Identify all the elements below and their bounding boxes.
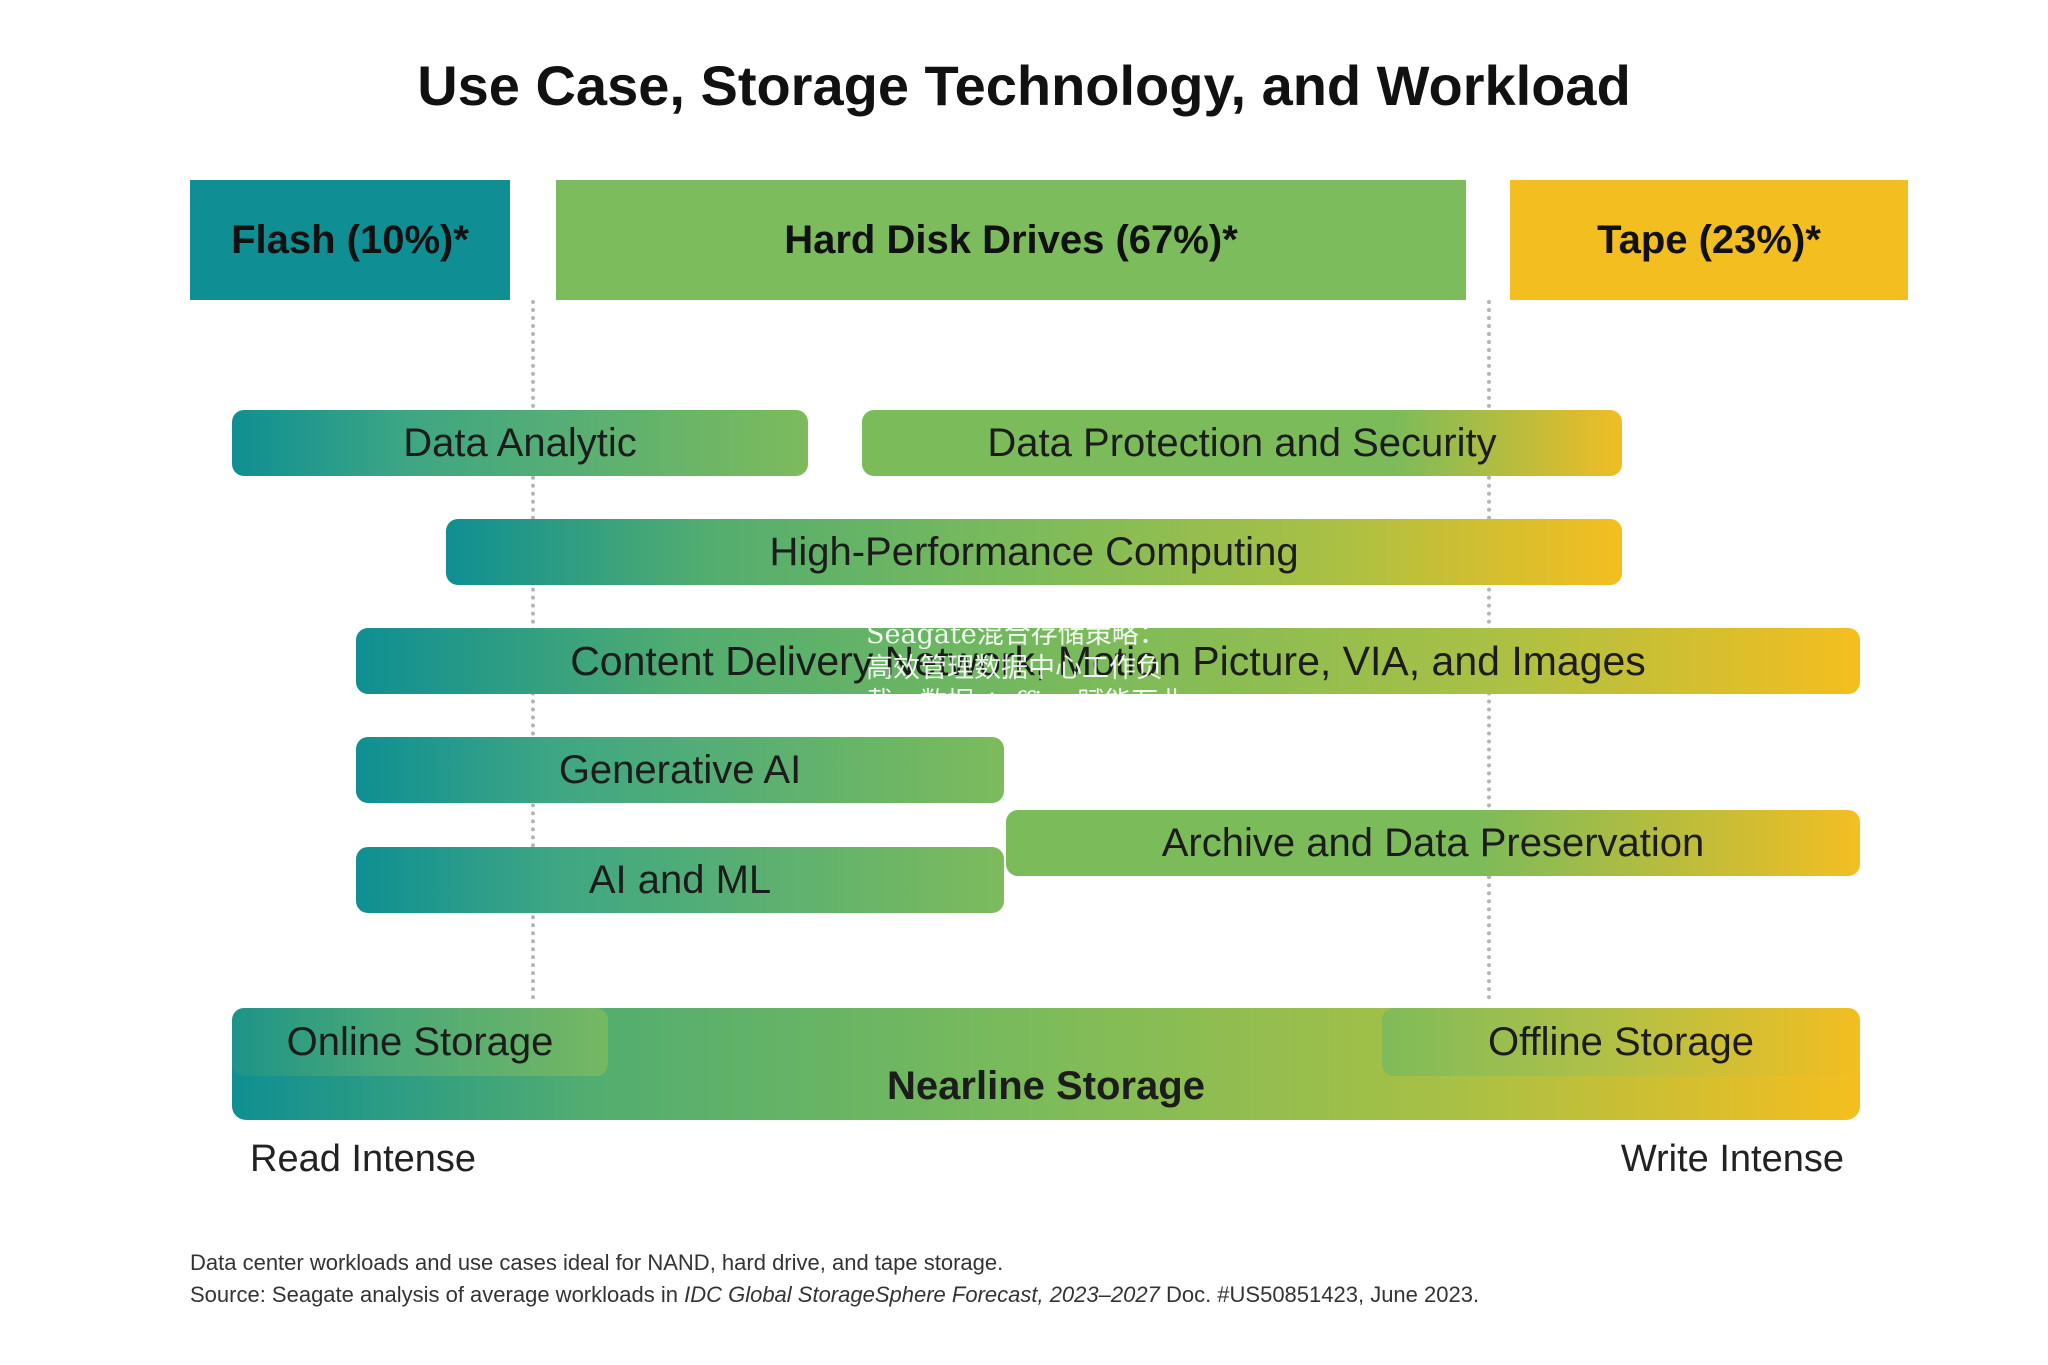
use-case-label: Archive and Data Preservation [1161,820,1705,865]
footnote-source-prefix: Source: Seagate analysis of average work… [190,1282,685,1307]
online-storage-label: Online Storage [286,1019,554,1064]
use-case-label: Data Analytic [403,420,637,465]
use-case-data-protection: Data Protection and Security [862,410,1622,476]
tape-box: Tape (23%)* [1510,180,1908,300]
hdd-label: Hard Disk Drives (67%)* [784,217,1238,262]
tape-label: Tape (23%)* [1597,217,1821,262]
nearline-storage-label: Nearline Storage [887,1063,1205,1108]
use-case-label: Generative AI [558,747,802,792]
flash-box: Flash (10%)* [190,180,510,300]
hdd-box: Hard Disk Drives (67%)* [556,180,1466,300]
use-case-label: Content Delivery Network, Motion Picture… [570,637,1646,684]
footnote-source-suffix: Doc. #US50851423, June 2023. [1159,1282,1480,1307]
use-case-label: AI and ML [588,857,772,902]
footnote-line-2: Source: Seagate analysis of average work… [190,1282,1479,1308]
flash-label: Flash (10%)* [231,217,469,262]
use-case-label: Data Protection and Security [987,420,1497,465]
read-intense-label: Read Intense [250,1138,477,1180]
online-storage-box: Online Storage [232,1008,608,1076]
offline-storage-box: Offline Storage [1382,1008,1860,1076]
footnote-source-title: IDC Global StorageSphere Forecast, 2023–… [684,1282,1160,1307]
use-case-cdn-motion-picture: Content Delivery Network, Motion Picture… [356,628,1860,694]
use-case-label: High-Performance Computing [769,529,1299,574]
use-case-data-analytic: Data Analytic [232,410,808,476]
use-case-hpc: High-Performance Computing [446,519,1622,585]
footnote-line-1: Data center workloads and use cases idea… [190,1250,1004,1275]
offline-storage-label: Offline Storage [1487,1019,1755,1064]
overlay-watermark-text: Seagate混合存储策略：高效管理数据中心工作负载，数据staffing赋能万… [866,619,1186,718]
use-case-ai-ml: AI and ML [356,847,1004,913]
use-case-archive: Archive and Data Preservation [1006,810,1860,876]
use-case-generative-ai: Generative AI [356,737,1004,803]
write-intense-label: Write Intense [1620,1138,1844,1180]
page-title: Use Case, Storage Technology, and Worklo… [417,53,1631,117]
